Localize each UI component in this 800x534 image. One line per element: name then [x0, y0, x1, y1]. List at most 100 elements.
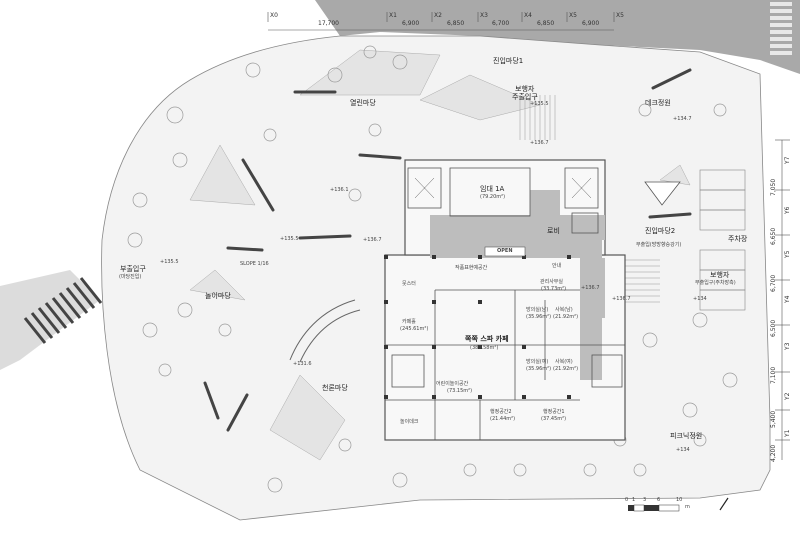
room-event-2-area: (21.44m²)	[490, 416, 516, 422]
garden-patterns	[189, 49, 691, 461]
level-marker: +135.5	[280, 236, 299, 242]
room-mgmt-area: (33.73m²)	[541, 286, 567, 292]
room-office-f: 방의실(여)	[526, 359, 549, 365]
grid-x5a: X5	[569, 12, 577, 19]
dim-x5-x5: 6,900	[582, 20, 600, 27]
zone-entry-yard-1: 진입마당1	[493, 57, 524, 65]
room-walls	[385, 167, 625, 440]
open-sign-box	[484, 246, 526, 257]
dim-y6-y5: 6,650	[770, 227, 777, 245]
room-office-m: 방의실(남)	[526, 307, 549, 313]
scale-tick: 0	[625, 497, 629, 503]
level-marker: +135.5	[160, 259, 179, 265]
dim-y7-y6: 7,050	[770, 178, 777, 196]
room-office-m-area: (35.96m²)	[526, 314, 552, 320]
scale-tick: 1	[632, 497, 636, 503]
columns	[384, 255, 571, 399]
zone-picnic-garden: 피크닉정원	[670, 432, 703, 440]
room-rent-1a: 임대 1A	[480, 185, 505, 193]
grid-y6: Y6	[784, 206, 791, 214]
room-store: 뭇스터	[402, 281, 416, 287]
entrance-ped-main-line1: 보행자	[515, 85, 535, 93]
room-mgmt-office: 관리사무실	[540, 279, 564, 285]
entrance-ped-parking-line2: 부출입구(주차장측)	[695, 280, 736, 286]
level-marker: +136.1	[330, 187, 349, 193]
scale-bar	[628, 497, 729, 512]
stairs-north	[519, 95, 556, 140]
trees	[127, 45, 738, 493]
zone-natural-yard: 천론마당	[322, 384, 348, 392]
room-kids-space: 어린이놀이공간	[436, 381, 469, 387]
entrance-ped-main-line2: 주출입구	[512, 93, 538, 101]
grid-y7: Y7	[784, 156, 791, 164]
dim-x2-x3: 6,850	[447, 20, 465, 27]
grid-y1: Y1	[784, 429, 791, 437]
dim-x0-x1: 17,700	[318, 20, 339, 27]
room-cafe-area: (245.61m²)	[400, 326, 429, 332]
elevators	[414, 177, 592, 199]
scale-tick: 10	[676, 497, 683, 503]
open-label: OPEN	[497, 248, 513, 254]
road-area	[315, 0, 800, 74]
level-marker: +136.7	[530, 140, 549, 146]
grid-y3: Y3	[784, 342, 791, 350]
room-office-2-area: (21.92m²)	[553, 366, 579, 372]
scale-tick: 3	[643, 497, 647, 503]
grid-x0: X0	[270, 12, 278, 19]
grid-x3: X3	[480, 12, 488, 19]
grid-x1: X1	[389, 12, 397, 19]
crosswalk-left	[23, 277, 103, 344]
room-event-1-area: (37.45m²)	[541, 416, 567, 422]
dim-x4-x5: 6,850	[537, 20, 555, 27]
dim-x3-x4: 6,700	[492, 20, 510, 27]
room-office-1: 사복(남)	[555, 307, 573, 313]
grid-y5: Y5	[784, 250, 791, 258]
scale-unit: m	[685, 504, 690, 510]
east-triangle-planter	[644, 181, 681, 206]
level-marker: +134.7	[673, 116, 692, 122]
level-marker: +136.7	[363, 237, 382, 243]
entrance-ped-parking-line1: 보행자	[710, 271, 730, 279]
level-marker: +136.7	[612, 296, 631, 302]
room-kids-area: (73.15m²)	[447, 388, 473, 394]
level-marker: +134	[676, 447, 690, 453]
room-play-deck: 놀이데크	[400, 419, 419, 425]
room-rent-1a-area: (79.20m²)	[480, 194, 506, 200]
zone-open-yard: 열린마당	[350, 99, 376, 107]
parking-slots	[699, 169, 746, 311]
room-office-2: 사복(여)	[555, 359, 573, 365]
road-left	[0, 0, 315, 430]
curved-ramp	[289, 299, 356, 361]
zone-parking: 주차장	[728, 235, 748, 243]
dim-y1-end: 4,200	[770, 444, 777, 462]
grid-x2: X2	[434, 12, 442, 19]
room-cafe: 카페홀	[402, 319, 416, 325]
room-forest-cafe: 쪽쪽 스파 카페	[465, 335, 509, 343]
dim-y2-y1: 5,400	[770, 410, 777, 428]
curved-ramp-inner	[299, 309, 361, 363]
entrance-sub-east: 부출입(방방향승강기)	[636, 242, 682, 248]
zone-entry-yard-2: 진입마당2	[645, 227, 676, 235]
level-marker: +136.7	[581, 285, 600, 291]
zone-play-yard: 놀이마당	[205, 292, 231, 300]
grid-x5b: X5	[616, 12, 624, 19]
entrance-sub-west-line2: (마당진입)	[119, 274, 142, 280]
room-lobby: 로비	[547, 227, 560, 235]
room-info: 안내	[552, 263, 562, 269]
dim-y5-y4: 6,700	[770, 274, 777, 292]
room-event-2: 행정공간2	[490, 409, 512, 415]
slope-label: SLOPE 1/16	[240, 261, 269, 267]
stairs-east	[625, 259, 660, 303]
grid-y2: Y2	[784, 392, 791, 400]
dim-x1-x2: 6,900	[402, 20, 420, 27]
room-event-1: 행정공간1	[543, 409, 565, 415]
grid-y4: Y4	[784, 295, 791, 303]
scale-tick: 6	[657, 497, 661, 503]
site-walls	[203, 68, 692, 432]
room-office-f-area: (35.96m²)	[526, 366, 552, 372]
grid-x4: X4	[524, 12, 532, 19]
room-office-1-area: (21.92m²)	[553, 314, 579, 320]
dim-y4-y3: 6,500	[770, 319, 777, 337]
grid-lines	[267, 12, 790, 460]
